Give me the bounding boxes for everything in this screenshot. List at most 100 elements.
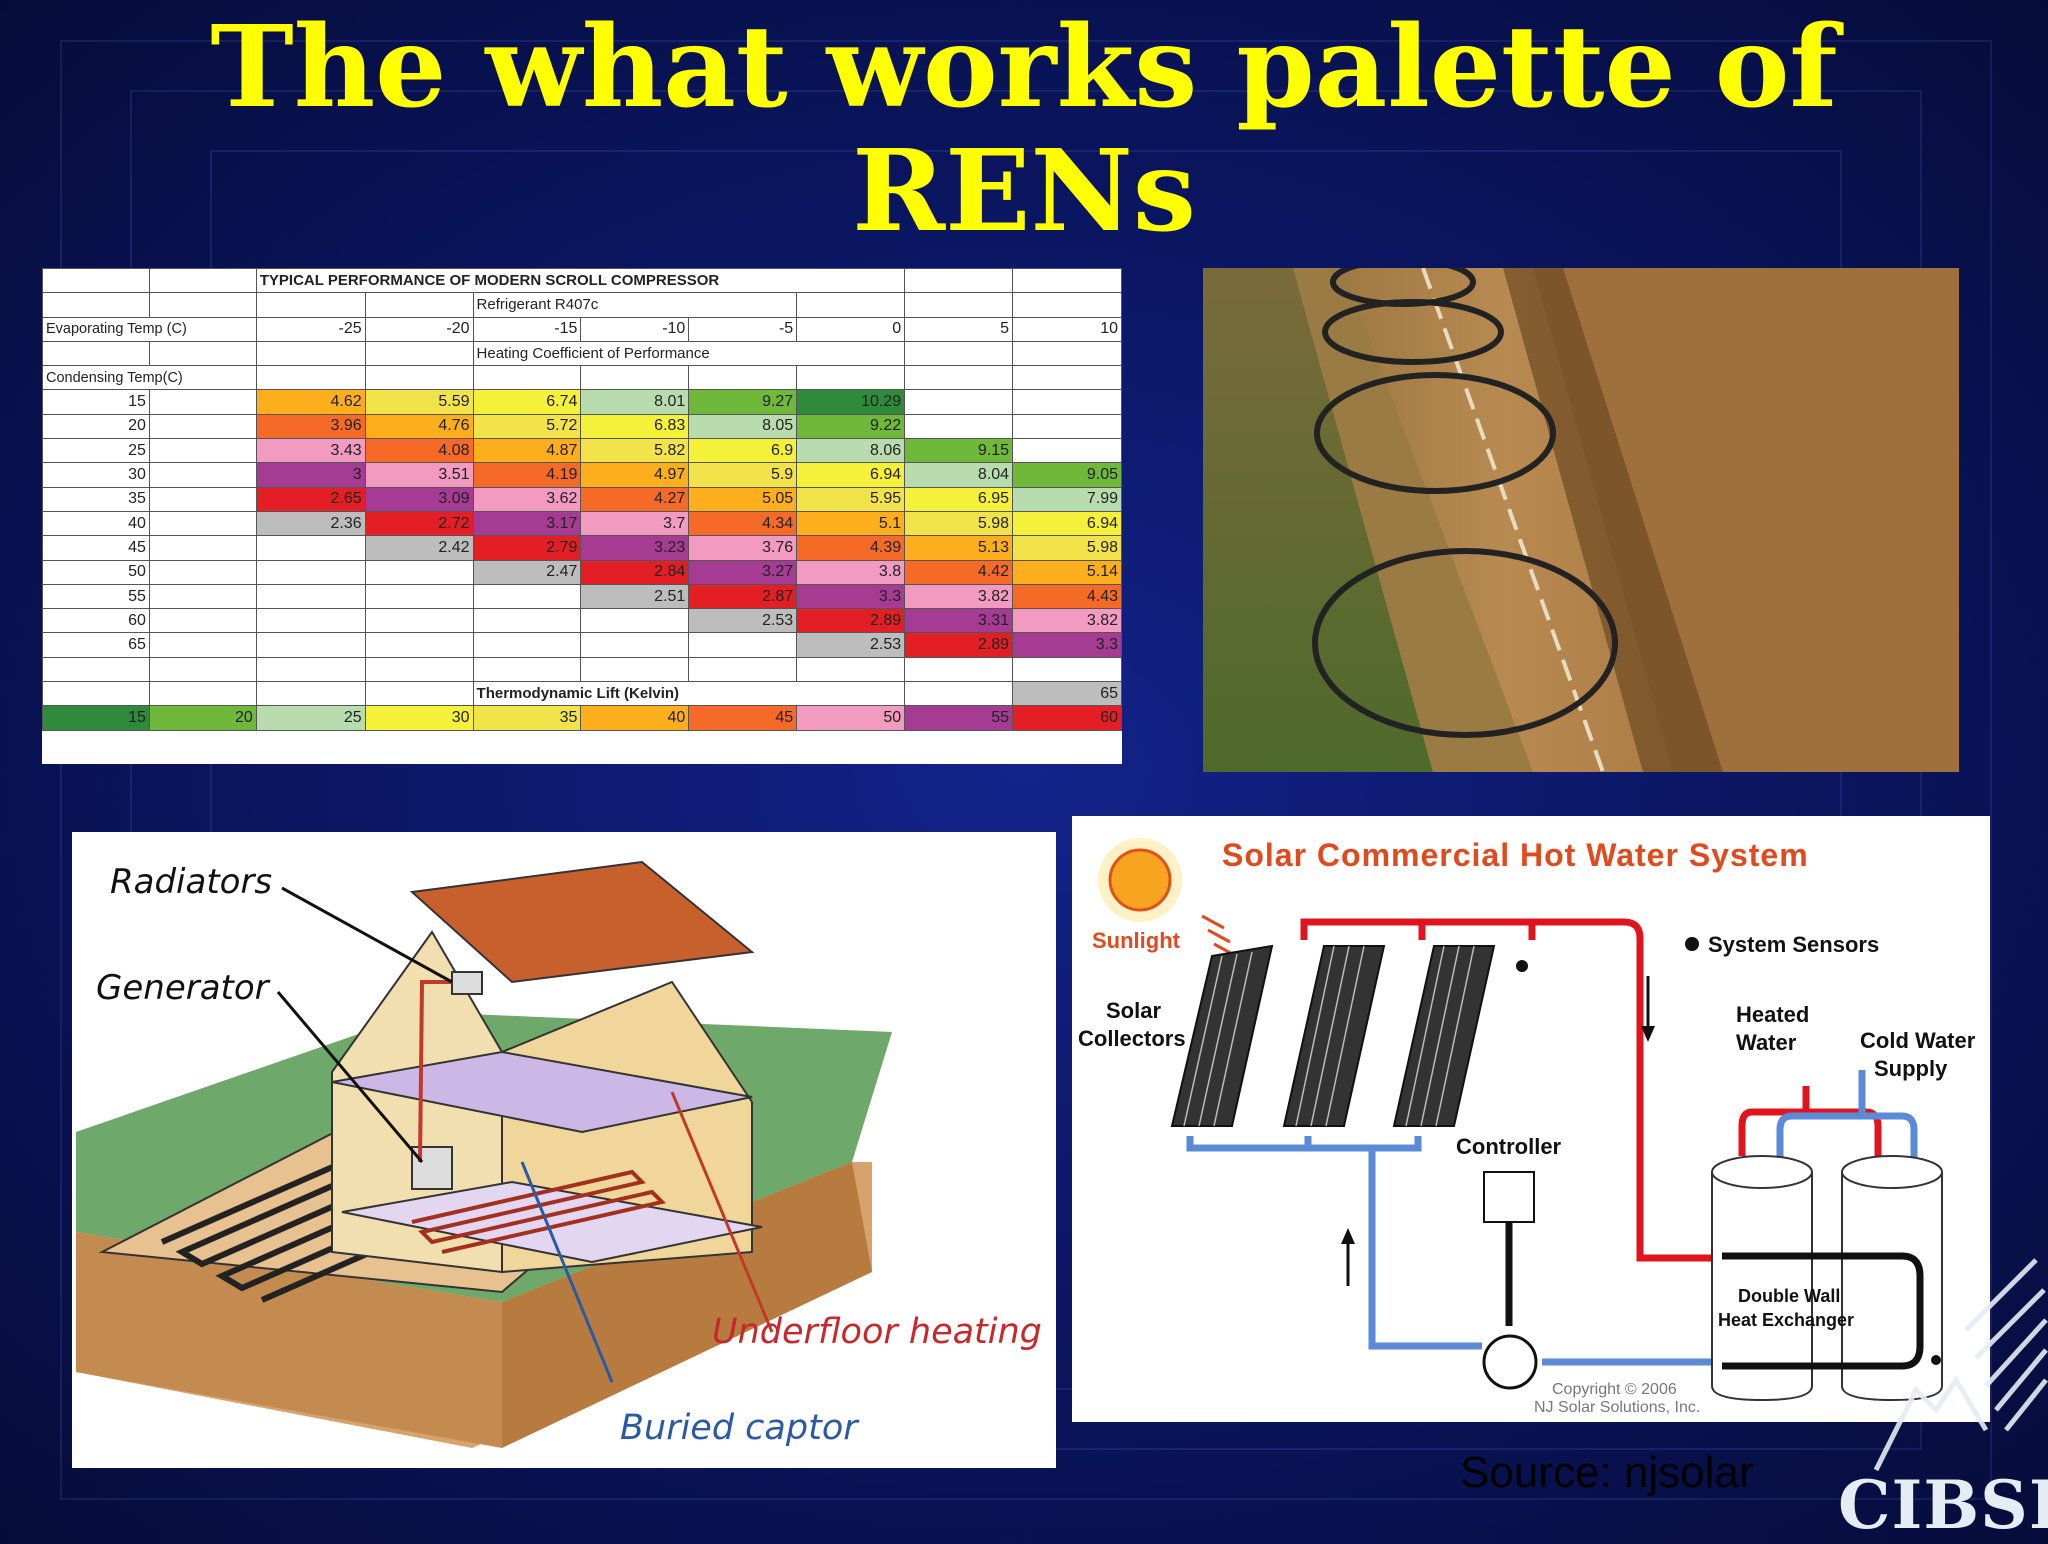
cop-value-cell: 9.27 (688, 389, 798, 415)
cop-value-cell (1012, 389, 1122, 415)
controller-box-icon (1483, 1171, 1535, 1223)
condensing-temp-value: 30 (42, 462, 150, 488)
cop-value-cell: 2.65 (255, 486, 366, 512)
cop-value-cell: 9.05 (1012, 462, 1122, 488)
table-cell (904, 656, 1014, 683)
table-cell (148, 340, 257, 367)
cop-value-cell (904, 413, 1014, 440)
radiators-label: Radiators (110, 862, 273, 902)
lift-max-value: 65 (1012, 681, 1122, 707)
condensing-temp-value: 65 (42, 632, 150, 658)
solar-title: Solar Commercial Hot Water System (1222, 837, 1809, 873)
cop-value-cell: 3.7 (580, 510, 690, 537)
condensing-temp-value: 25 (42, 438, 150, 464)
lift-legend-swatch: 25 (255, 705, 366, 731)
evaporating-temp-header: 5 (904, 316, 1014, 342)
table-cell (472, 656, 582, 683)
cop-value-cell: 4.76 (364, 413, 474, 440)
table-cell (148, 267, 257, 294)
cop-value-cell (364, 583, 474, 610)
cop-value-cell (688, 632, 798, 658)
table-cell (1012, 267, 1122, 294)
heated-water-label-line-1: Heated (1736, 1002, 1809, 1027)
table-cell (255, 340, 366, 367)
table-cell (364, 292, 474, 318)
table-cell (580, 656, 690, 683)
table-cell (148, 656, 257, 683)
cop-value-cell (255, 632, 366, 658)
cop-value-cell (472, 632, 582, 658)
cop-value-cell: 2.84 (580, 559, 690, 585)
lift-legend-swatch: 20 (148, 705, 257, 731)
buried-captor-label: Buried captor (620, 1408, 858, 1448)
table-cell (42, 681, 150, 707)
table-cell (148, 559, 257, 585)
condensing-temp-label: Condensing Temp(C) (42, 365, 257, 391)
cop-value-cell: 3.96 (255, 413, 366, 440)
table-title: TYPICAL PERFORMANCE OF MODERN SCROLL COM… (255, 267, 906, 294)
cop-value-cell: 4.08 (364, 438, 474, 464)
pump-icon (1482, 1334, 1538, 1390)
cop-value-cell: 2.89 (796, 608, 906, 634)
condensing-temp-value: 15 (42, 389, 150, 415)
evaporating-temp-header: -15 (472, 316, 582, 342)
lift-legend-swatch: 60 (1012, 705, 1122, 731)
table-cell (42, 292, 150, 318)
cop-value-cell (580, 608, 690, 634)
table-cell (148, 413, 257, 440)
table-cell (148, 608, 257, 634)
cop-value-cell: 5.59 (364, 389, 474, 415)
cop-value-cell: 5.98 (1012, 535, 1122, 561)
collectors-label-line-2: Collectors (1078, 1026, 1186, 1051)
lift-legend-swatch: 45 (688, 705, 798, 731)
storage-tank-left (1711, 1155, 1813, 1402)
cop-value-cell (364, 559, 474, 585)
table-row: Condensing Temp(C) (42, 365, 1122, 391)
table-cell (364, 681, 474, 707)
cop-value-cell: 4.27 (580, 486, 690, 512)
cop-value-cell: 3.8 (796, 559, 906, 585)
table-cell (148, 535, 257, 561)
table-cell (148, 632, 257, 658)
table-cell (255, 656, 366, 683)
system-sensor-dot (1685, 937, 1699, 951)
lift-legend-swatch: 15 (42, 705, 150, 731)
cop-value-cell: 5.98 (904, 510, 1014, 537)
condensing-temp-value: 45 (42, 535, 150, 561)
cop-value-cell: 2.53 (688, 608, 798, 634)
evaporating-temp-header: -10 (580, 316, 690, 342)
condensing-temp-value: 35 (42, 486, 150, 512)
table-cell (148, 681, 257, 707)
cop-value-cell: 4.87 (472, 438, 582, 464)
cibse-logo-text: CIBSE (1838, 1466, 2048, 1544)
cop-value-cell: 5.95 (796, 486, 906, 512)
evaporating-temp-header: 10 (1012, 316, 1122, 342)
cop-value-cell: 3.62 (472, 486, 582, 512)
cop-value-cell: 2.53 (796, 632, 906, 658)
cop-value-cell: 6.74 (472, 389, 582, 415)
cop-value-cell: 2.42 (364, 535, 474, 561)
cop-value-cell: 2.36 (255, 510, 366, 537)
cold-water-label-line-1: Cold Water (1860, 1028, 1976, 1053)
cop-value-cell (255, 559, 366, 585)
table-cell (42, 340, 150, 367)
cop-value-cell: 2.51 (580, 583, 690, 610)
lift-legend-swatch: 40 (580, 705, 690, 731)
cop-value-cell: 6.94 (796, 462, 906, 488)
cop-table-panel: TYPICAL PERFORMANCE OF MODERN SCROLL COM… (42, 267, 1122, 764)
slide-title-line-1: The what works palette of (210, 2, 1838, 133)
generator-label: Generator (96, 968, 269, 1008)
cop-value-cell: 8.01 (580, 389, 690, 415)
cop-value-cell (1012, 438, 1122, 464)
cop-value-cell: 4.34 (688, 510, 798, 537)
cop-value-cell (364, 608, 474, 634)
cop-value-cell: 3.76 (688, 535, 798, 561)
cop-value-cell: 3.09 (364, 486, 474, 512)
heat-exchanger-label-line-1: Double Wall (1738, 1286, 1840, 1306)
